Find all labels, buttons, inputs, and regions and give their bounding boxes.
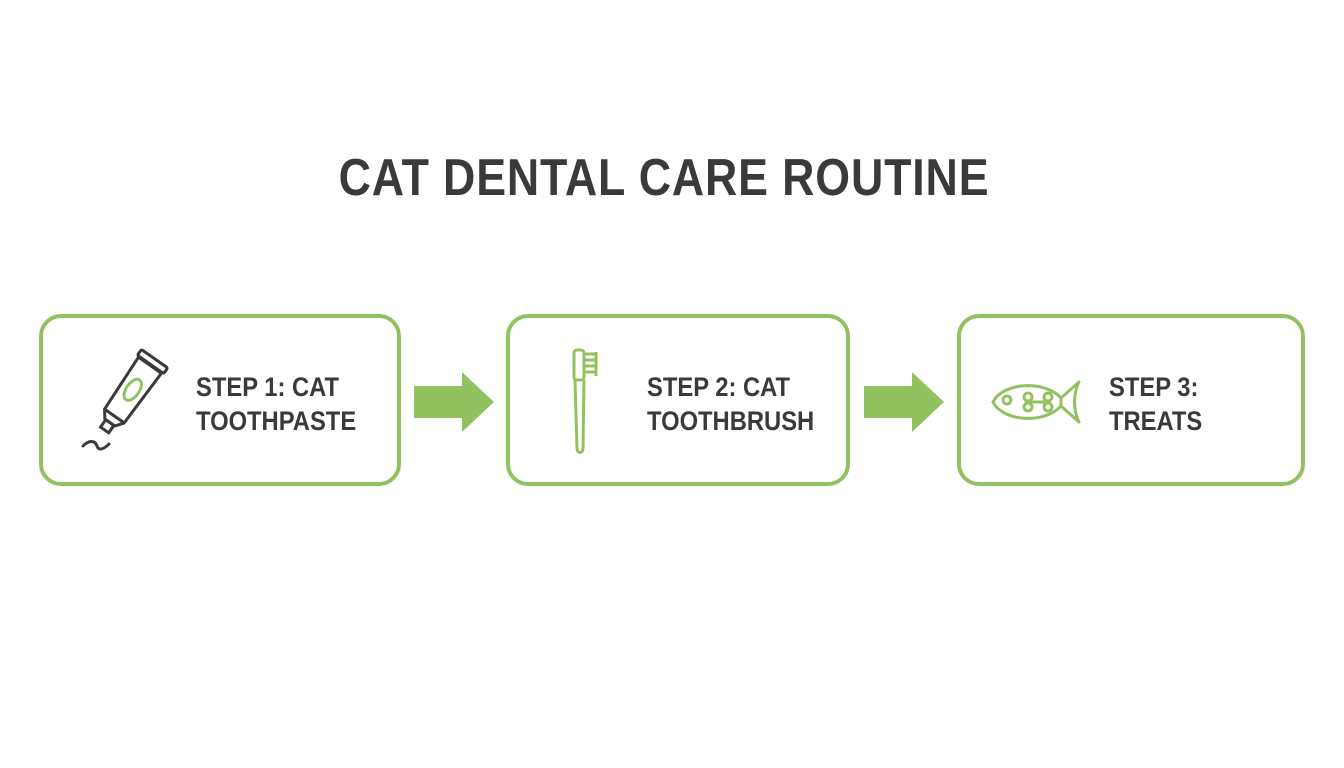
step-2-subtitle: TOOTHBRUSH xyxy=(647,406,815,436)
fish-treat-icon xyxy=(991,380,1081,424)
step-card-2: STEP 2: CAT TOOTHBRUSH xyxy=(506,314,850,486)
step-card-1: STEP 1: CAT TOOTHPASTE xyxy=(39,314,401,486)
step-3-title: STEP 3: xyxy=(1109,372,1199,402)
step-2-label: STEP 2: CAT TOOTHBRUSH xyxy=(647,370,814,438)
step-card-3: STEP 3: TREATS xyxy=(957,314,1305,486)
arrow-right-icon xyxy=(864,372,944,432)
step-1-subtitle: TOOTHPASTE xyxy=(196,406,357,436)
step-1-title: STEP 1: CAT xyxy=(196,372,340,402)
step-3-label: STEP 3: TREATS xyxy=(1109,370,1202,438)
toothpaste-tube-icon xyxy=(81,348,169,451)
arrow-right-icon xyxy=(414,372,494,432)
diagram-title: CAT DENTAL CARE ROUTINE xyxy=(338,149,990,207)
toothbrush-icon xyxy=(572,348,598,454)
step-3-subtitle: TREATS xyxy=(1109,406,1203,436)
step-2-title: STEP 2: CAT xyxy=(647,372,791,402)
step-1-label: STEP 1: CAT TOOTHPASTE xyxy=(196,370,356,438)
